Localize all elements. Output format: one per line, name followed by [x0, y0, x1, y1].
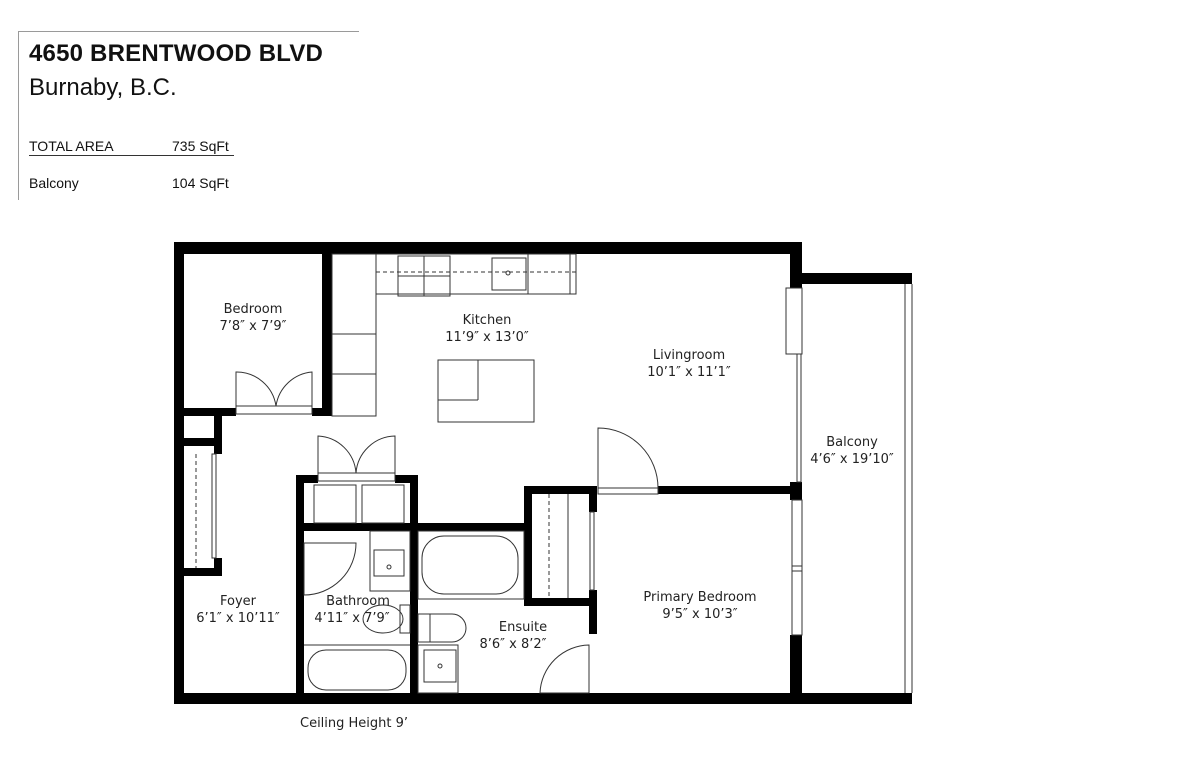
property-city: Burnaby, B.C. — [29, 74, 177, 101]
total-area-label: TOTAL AREA — [29, 138, 114, 154]
balcony-name: Balcony — [826, 435, 878, 450]
bathroom-size: 4’11″ x 7’9″ — [314, 611, 389, 626]
property-address: 4650 BRENTWOOD BLVD — [29, 40, 324, 67]
ceiling-height: Ceiling Height 9’ — [300, 716, 409, 731]
ensuite-name: Ensuite — [499, 620, 547, 635]
kitchen-size: 11’9″ x 13’0″ — [445, 330, 529, 345]
bedroom-size: 7’8″ x 7’9″ — [219, 319, 286, 334]
livingroom-name: Livingroom — [653, 348, 725, 363]
fixtures — [195, 253, 913, 694]
header-frame — [18, 31, 359, 200]
foyer-name: Foyer — [220, 594, 257, 609]
ensuite-size: 8’6″ x 8’2″ — [479, 637, 546, 652]
balcony-area-value: 104 SqFt — [172, 175, 229, 191]
room-labels: Bedroom 7’8″ x 7’9″ Kitchen 11’9″ x 13’0… — [196, 302, 894, 652]
walls — [174, 242, 912, 704]
bathroom-name: Bathroom — [326, 594, 390, 609]
primary-bedroom-size: 9’5″ x 10’3″ — [662, 607, 737, 622]
bedroom-name: Bedroom — [224, 302, 283, 317]
balcony-size: 4’6″ x 19’10″ — [810, 452, 894, 467]
foyer-size: 6’1″ x 10’11″ — [196, 611, 280, 626]
total-area-value: 735 SqFt — [172, 138, 229, 154]
kitchen-name: Kitchen — [463, 313, 512, 328]
total-area-row: TOTAL AREA 735 SqFt — [29, 138, 234, 156]
balcony-area-label: Balcony — [29, 175, 79, 191]
primary-bedroom-name: Primary Bedroom — [643, 590, 756, 605]
livingroom-size: 10’1″ x 11’1″ — [647, 365, 731, 380]
